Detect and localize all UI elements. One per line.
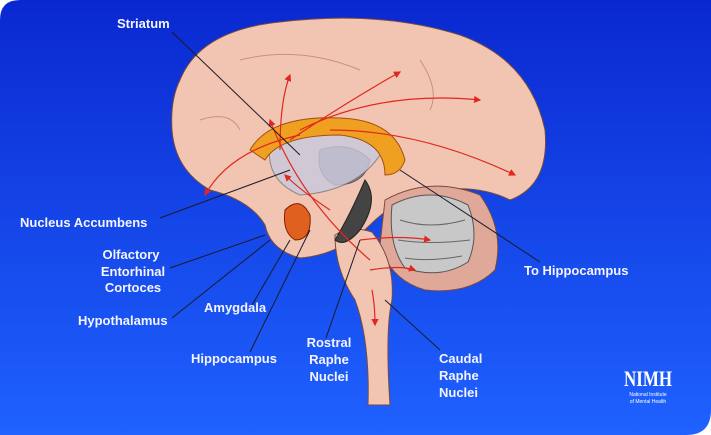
pathway-arrow: [204, 134, 301, 197]
label-caudal-2: Raphe: [439, 368, 479, 383]
label-striatum: Striatum: [117, 16, 170, 31]
label-to-hippocampus: To Hippocampus: [524, 263, 628, 278]
serotonin-pathways: [204, 71, 517, 327]
logo-subtitle-1: National Institute: [629, 392, 666, 398]
label-caudal-3: Nuclei: [439, 385, 478, 400]
pathway-arrow: [371, 289, 379, 327]
logo-subtitle-2: of Mental Health: [630, 399, 667, 405]
label-caudal-1: Caudal: [439, 351, 482, 366]
logo-name: NIMH: [624, 366, 672, 391]
label-hypothalamus: Hypothalamus: [78, 313, 168, 328]
label-rostral-3: Nuclei: [309, 369, 348, 384]
pathway-arrow: [268, 118, 371, 261]
pathway-arrow: [299, 95, 482, 131]
pathway-arrow: [359, 235, 432, 243]
nimh-logo: NIMH National Institute of Mental Health: [624, 366, 672, 405]
pathway-arrow: [329, 129, 517, 176]
pathway-arrow: [369, 264, 417, 272]
pathway-arrow: [284, 174, 331, 211]
hippocampus-region: [284, 203, 311, 241]
label-amygdala: Amygdala: [204, 300, 267, 315]
label-rostral-2: Raphe: [309, 352, 349, 367]
label-olfactory-3: Cortoces: [105, 280, 161, 295]
brainstem: [334, 228, 393, 406]
pathway-arrow: [279, 73, 292, 151]
cerebellum: [390, 194, 475, 274]
label-olfactory-2: Entorhinal: [101, 264, 165, 279]
pathway-arrow: [289, 71, 402, 141]
label-hippocampus: Hippocampus: [191, 351, 277, 366]
raphe-dark: [334, 179, 372, 243]
leader-lines: [159, 31, 541, 353]
label-nucleus-accumbens: Nucleus Accumbens: [20, 215, 147, 230]
labels: Striatum Nucleus Accumbens Olfactory Ent…: [20, 16, 628, 400]
label-olfactory-1: Olfactory: [102, 247, 160, 262]
label-rostral-1: Rostral: [307, 335, 352, 350]
